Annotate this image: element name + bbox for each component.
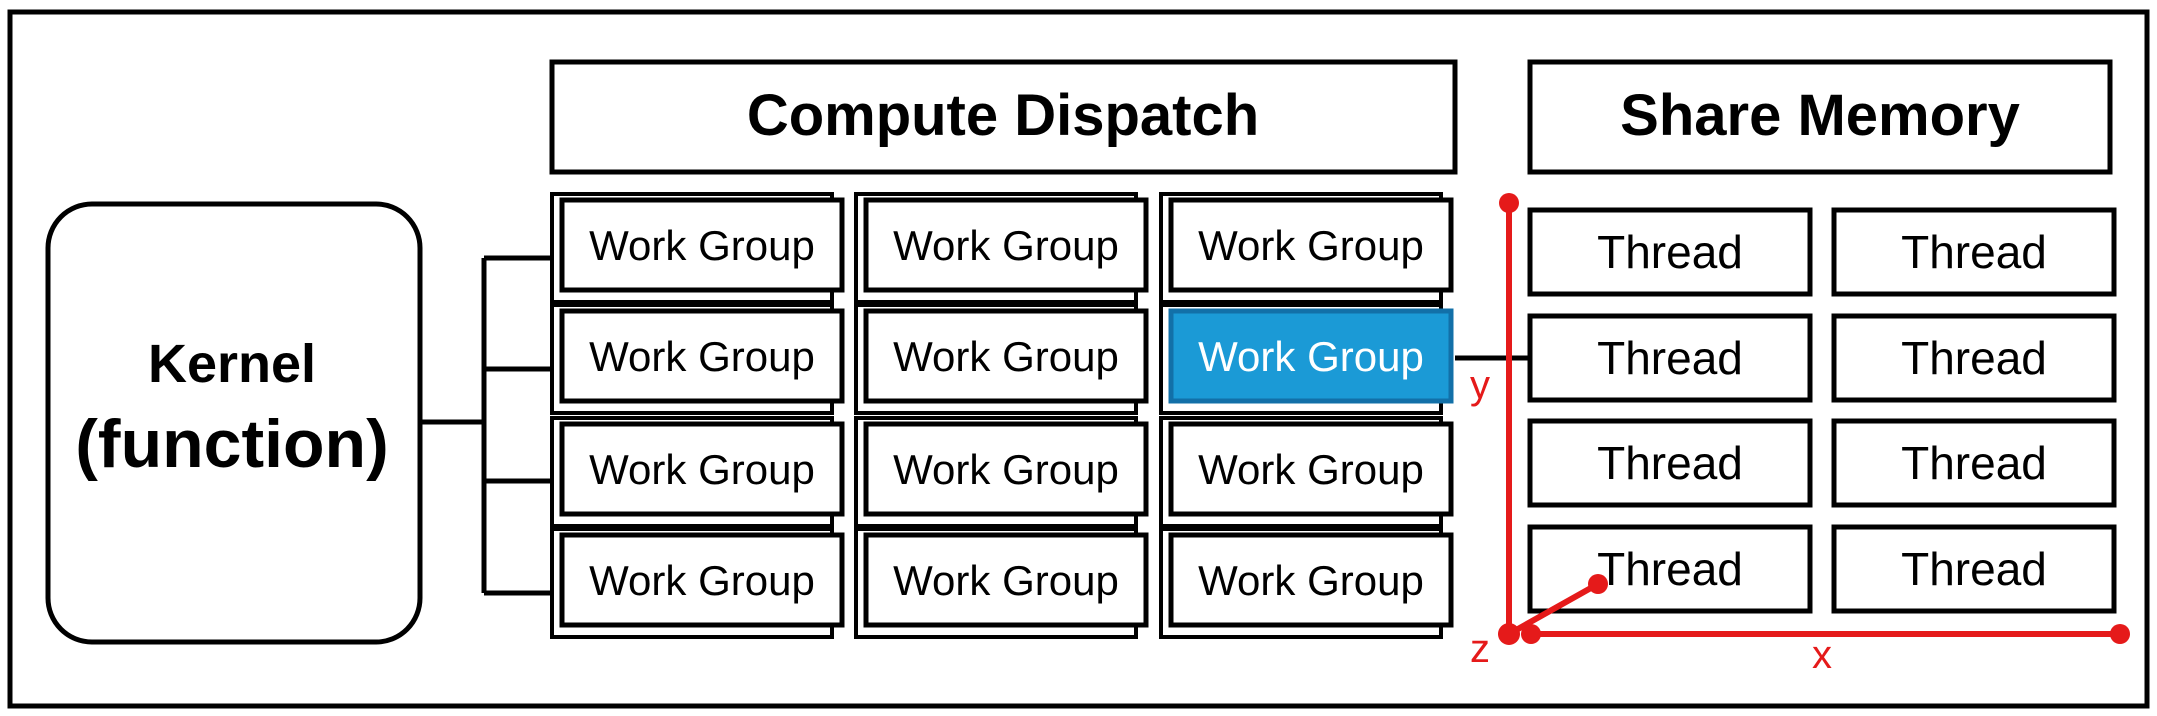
work-group-box: [559, 532, 845, 628]
thread-cell: Thread: [1831, 207, 2117, 297]
z-axis-end-dot: [1588, 574, 1608, 594]
thread-cell: Thread: [1831, 524, 2117, 614]
thread-box: [1831, 313, 2117, 403]
work-group-cell: Work Group: [1159, 303, 1454, 415]
work-group-cell: Work Group: [854, 303, 1149, 415]
thread-label: Thread: [1901, 543, 2047, 595]
work-group-cell: Work Group: [854, 527, 1149, 639]
thread-label: Thread: [1597, 437, 1743, 489]
work-group-label: Work Group: [893, 222, 1119, 269]
work-group-label: Work Group: [1198, 446, 1424, 493]
work-group-box: [863, 532, 1149, 628]
kernel-label-line2: (function): [75, 406, 388, 482]
x-axis-end-dot: [2110, 624, 2130, 644]
origin-dot: [1498, 623, 1520, 645]
compute-dispatch-header: [549, 59, 1458, 175]
work-group-label: Work Group: [1198, 222, 1424, 269]
work-group-cell: Work Group: [854, 416, 1149, 528]
thread-label: Thread: [1901, 226, 2047, 278]
work-group-box-highlighted: [1168, 308, 1454, 404]
work-group-cell: Work Group: [854, 192, 1149, 304]
work-group-box: [1168, 532, 1454, 628]
work-group-label: Work Group: [893, 333, 1119, 380]
thread-box: [1831, 524, 2117, 614]
thread-box: [1527, 313, 1813, 403]
thread-cell: Thread: [1831, 313, 2117, 403]
work-group-box: [559, 308, 845, 404]
work-group-label: Work Group: [893, 446, 1119, 493]
z-axis-line: [1507, 581, 1600, 637]
thread-cell: Thread: [1527, 418, 1813, 508]
work-group-cell: Work Group: [1159, 192, 1454, 304]
work-group-box: [1168, 421, 1454, 517]
work-group-box: [559, 421, 845, 517]
work-group-box: [1168, 197, 1454, 293]
thread-box: [1831, 418, 2117, 508]
thread-label: Thread: [1901, 332, 2047, 384]
thread-box: [1527, 418, 1813, 508]
kernel-label-line1: Kernel: [148, 334, 316, 394]
thread-label: Thread: [1597, 332, 1743, 384]
kernel-connector: [420, 255, 556, 596]
work-group-cell: Work Group: [550, 527, 845, 639]
y-axis-end-dot: [1499, 193, 1519, 213]
axis-label-y: y: [1470, 363, 1490, 407]
thread-label: Thread: [1597, 543, 1743, 595]
work-group-box: [863, 197, 1149, 293]
work-group-box: [863, 421, 1149, 517]
work-group-label: Work Group: [1198, 333, 1424, 380]
work-group-label: Work Group: [589, 557, 815, 604]
thread-label: Thread: [1901, 437, 2047, 489]
share-memory-header: [1527, 59, 2113, 175]
work-group-label: Work Group: [893, 557, 1119, 604]
thread-cell: Thread: [1831, 418, 2117, 508]
work-group-cell: Work Group: [550, 303, 845, 415]
work-group-label: Work Group: [589, 222, 815, 269]
thread-cell: Thread: [1527, 313, 1813, 403]
axis-label-z: z: [1470, 627, 1490, 671]
origin-dot-2: [1521, 624, 1541, 644]
work-group-cell: Work Group: [1159, 527, 1454, 639]
axis-label-x: x: [1812, 633, 1832, 677]
share-memory-title: Share Memory: [1620, 83, 2020, 148]
work-group-label: Work Group: [1198, 557, 1424, 604]
thread-label: Thread: [1597, 226, 1743, 278]
axes: [1498, 193, 2130, 645]
work-group-box: [863, 308, 1149, 404]
work-group-cell: Work Group: [550, 416, 845, 528]
thread-cell: Thread: [1527, 207, 1813, 297]
work-group-box: [559, 197, 845, 293]
work-group-label: Work Group: [589, 446, 815, 493]
thread-box: [1831, 207, 2117, 297]
work-group-label: Work Group: [589, 333, 815, 380]
thread-box: [1527, 207, 1813, 297]
work-group-cell: Work Group: [1159, 416, 1454, 528]
compute-dispatch-title: Compute Dispatch: [747, 83, 1259, 148]
work-group-cell: Work Group: [550, 192, 845, 304]
